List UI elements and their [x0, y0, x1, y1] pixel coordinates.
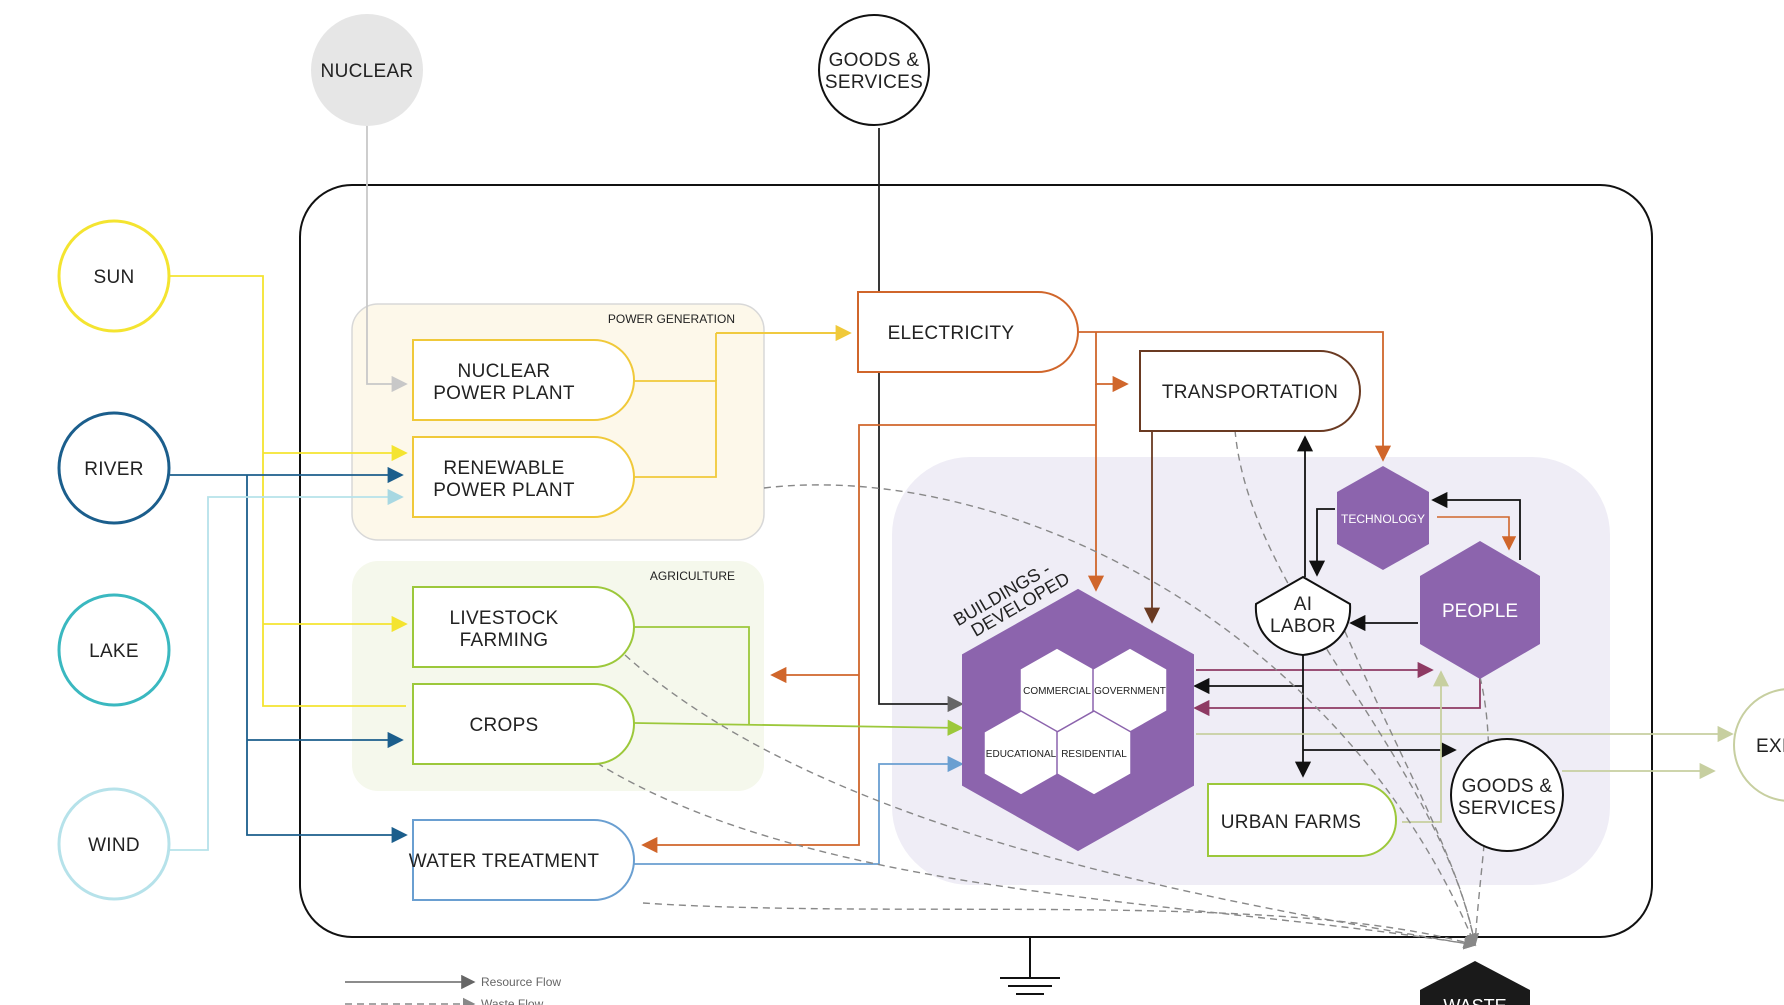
flow-tech-people	[1437, 516, 1517, 551]
urban-farms: URBAN FARMS	[1207, 783, 1397, 857]
people-label: PEOPLE	[1442, 601, 1518, 622]
flow-electricity-tech	[1078, 331, 1392, 462]
livestock-farming: LIVESTOCK FARMING	[412, 586, 635, 668]
cell-residential	[1056, 710, 1132, 796]
flow-electricity-transport	[1095, 332, 1129, 393]
legend: Resource Flow Waste Flow	[345, 974, 561, 1005]
nuclear-plant-line1: NUCLEAR	[458, 361, 551, 382]
livestock-line1: LIVESTOCK	[450, 608, 559, 629]
source-wind-label: WIND	[88, 835, 140, 856]
residential-label: RESIDENTIAL	[1061, 749, 1127, 760]
flow-livestock-out	[634, 626, 750, 725]
renewable-line2: POWER PLANT	[433, 480, 575, 501]
ai-line1: AI	[1294, 594, 1313, 615]
source-river: RIVER	[57, 411, 171, 525]
goods-inner-line2: SERVICES	[1458, 798, 1556, 819]
source-wind: WIND	[57, 787, 171, 901]
ground-symbol	[1000, 937, 1060, 995]
export-label: EXP	[1756, 736, 1784, 757]
flow-sun	[170, 275, 406, 707]
government-label: GOVERNMENT	[1094, 686, 1166, 697]
people: PEOPLE	[1420, 541, 1540, 679]
technology: TECHNOLOGY	[1337, 466, 1429, 570]
ai-labor: AI LABOR	[1254, 575, 1352, 657]
source-sun: SUN	[57, 219, 171, 333]
buildings-developed: COMMERCIAL GOVERNMENT EDUCATIONAL RESIDE…	[950, 559, 1194, 852]
legend-waste-label: Waste Flow	[481, 997, 544, 1005]
renewable-line1: RENEWABLE	[443, 458, 564, 479]
source-goods-services: GOODS & SERVICES	[818, 14, 930, 126]
source-sun-label: SUN	[93, 267, 134, 288]
nuclear-power-plant: NUCLEAR POWER PLANT	[412, 339, 635, 421]
goods-inner-line1: GOODS &	[1462, 776, 1553, 797]
transportation-label: TRANSPORTATION	[1162, 382, 1338, 403]
source-lake-label: LAKE	[89, 641, 139, 662]
ai-line2: LABOR	[1270, 616, 1336, 637]
flow-people-buildings	[1193, 677, 1481, 717]
nuclear-plant-line2: POWER PLANT	[433, 383, 575, 404]
livestock-line2: FARMING	[460, 630, 549, 651]
electricity: ELECTRICITY	[857, 291, 1079, 373]
goods-top-line2: SERVICES	[825, 72, 923, 93]
technology-label: TECHNOLOGY	[1341, 512, 1425, 526]
water-treatment-label: WATER TREATMENT	[409, 851, 600, 872]
urban-farms-label: URBAN FARMS	[1221, 812, 1362, 833]
commercial-label: COMMERCIAL	[1023, 686, 1091, 697]
city-boundary	[299, 184, 1653, 938]
flow-wind	[168, 488, 404, 851]
flow-water-buildings	[634, 755, 964, 865]
flow-people-tech	[1431, 491, 1521, 560]
power-generation-label: POWER GENERATION	[608, 312, 735, 326]
electricity-label: ELECTRICITY	[888, 323, 1015, 344]
flow-nuclear	[366, 125, 408, 393]
flow-crops-buildings	[633, 719, 964, 736]
goods-top-line1: GOODS &	[829, 50, 920, 71]
flow-river-down	[246, 475, 408, 844]
transportation: TRANSPORTATION	[1139, 350, 1361, 432]
water-treatment: WATER TREATMENT	[409, 819, 635, 901]
renewable-power-plant: RENEWABLE POWER PLANT	[412, 436, 635, 518]
legend-resource-label: Resource Flow	[481, 975, 561, 989]
educational-label: EDUCATIONAL	[986, 749, 1057, 760]
waste-label: WASTE	[1443, 996, 1506, 1005]
goods-services-inner: GOODS & SERVICES	[1450, 738, 1564, 852]
source-nuclear: NUCLEAR	[311, 14, 423, 126]
agriculture-label: AGRICULTURE	[650, 569, 735, 583]
flow-electricity-agri-water	[641, 424, 1096, 854]
waste-node: WASTE	[1420, 961, 1530, 1005]
crops: CROPS	[412, 683, 635, 765]
source-river-label: RIVER	[84, 459, 144, 480]
flow-tech-ai	[1308, 508, 1335, 577]
crops-label: CROPS	[469, 715, 538, 736]
source-lake: LAKE	[57, 593, 171, 707]
flow-urban-people	[1402, 670, 1450, 823]
export-node: EXP	[1733, 688, 1784, 802]
source-nuclear-label: NUCLEAR	[321, 61, 414, 82]
